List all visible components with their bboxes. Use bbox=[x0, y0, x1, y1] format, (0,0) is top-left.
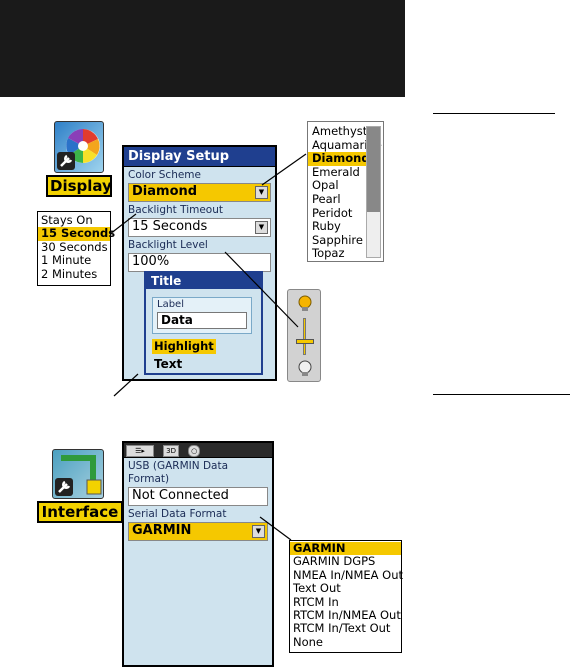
color-scheme-option[interactable]: Opal bbox=[312, 178, 339, 193]
preview-label-value: Data bbox=[157, 312, 247, 329]
color-scheme-option[interactable]: Pearl bbox=[312, 191, 341, 206]
color-scheme-value: Diamond bbox=[132, 184, 198, 199]
timeout-option[interactable]: 30 Seconds bbox=[41, 239, 108, 254]
interface-setup-icon[interactable]: Interface bbox=[37, 449, 123, 525]
color-scheme-option[interactable]: Aquamarine bbox=[312, 137, 382, 152]
color-scheme-dropdown[interactable]: Diamond ▼ bbox=[128, 183, 271, 202]
serial-format-option[interactable]: GARMIN DGPS bbox=[293, 554, 376, 569]
serial-format-option[interactable]: RTCM In bbox=[293, 594, 339, 609]
display-icon-label: Display bbox=[46, 175, 112, 197]
serial-data-format-value: GARMIN bbox=[132, 523, 192, 538]
serial-format-option[interactable]: Text Out bbox=[293, 581, 341, 596]
usb-status-value: Not Connected bbox=[132, 488, 229, 503]
timeout-option[interactable]: Stays On bbox=[41, 213, 93, 227]
backlight-level-slider[interactable] bbox=[287, 289, 321, 382]
bulb-bright-icon bbox=[298, 295, 312, 311]
interface-cable-wrench-icon bbox=[52, 449, 104, 499]
color-scheme-option[interactable]: Peridot bbox=[312, 205, 353, 220]
serial-data-format-dropdown[interactable]: GARMIN ▼ bbox=[128, 522, 268, 541]
preview-title: Title bbox=[146, 273, 261, 289]
backlight-level-label: Backlight Level bbox=[128, 239, 208, 251]
color-scheme-option[interactable]: Ruby bbox=[312, 219, 341, 234]
timeout-callout bbox=[109, 213, 137, 235]
serial-format-option[interactable]: RTCM In/NMEA Out bbox=[293, 608, 401, 623]
serial-format-option[interactable]: None bbox=[293, 634, 324, 649]
timeout-option[interactable]: 2 Minutes bbox=[41, 266, 98, 281]
preview-text: Text bbox=[154, 357, 183, 371]
interface-setup-screen: ☰▸ 3D ○ USB (GARMIN Data Format) Not Con… bbox=[122, 441, 274, 667]
preview-highlight: Highlight bbox=[152, 339, 216, 354]
text-color-callout bbox=[113, 373, 139, 397]
color-wheel-wrench-icon bbox=[54, 121, 104, 173]
scrollbar-thumb[interactable] bbox=[367, 127, 380, 212]
backlight-level-value: 100% bbox=[132, 254, 170, 269]
dropdown-arrow-icon: ▼ bbox=[255, 186, 268, 199]
dropdown-arrow-icon: ▼ bbox=[252, 525, 265, 538]
display-setup-icon[interactable]: Display bbox=[46, 121, 112, 197]
bulb-dim-icon bbox=[298, 360, 312, 376]
serial-format-popup: GARMIN GARMIN DGPS NMEA In/NMEA Out Text… bbox=[289, 540, 404, 653]
backlight-timeout-label: Backlight Timeout bbox=[128, 204, 223, 216]
list-scrollbar[interactable] bbox=[366, 126, 381, 258]
color-scheme-label: Color Scheme bbox=[128, 169, 201, 181]
usb-status-field: Not Connected bbox=[128, 487, 268, 506]
backlight-level-callout bbox=[224, 251, 299, 328]
backlight-timeout-popup: Stays On 15 Seconds 30 Seconds 1 Minute … bbox=[37, 211, 115, 286]
backlight-icon: ○ bbox=[188, 445, 201, 457]
display-setup-screen: Display Setup Color Scheme Diamond ▼ Bac… bbox=[122, 145, 277, 381]
usb-label: USB (GARMIN Data Format) bbox=[128, 460, 229, 485]
timeout-option-selected[interactable]: 15 Seconds bbox=[38, 226, 115, 241]
backlight-timeout-dropdown[interactable]: 15 Seconds ▼ bbox=[128, 218, 271, 237]
satellite-signal-icon: ☰▸ bbox=[126, 445, 154, 457]
color-scheme-option[interactable]: Topaz bbox=[312, 246, 345, 261]
3d-fix-icon: 3D bbox=[163, 445, 180, 457]
color-scheme-option[interactable]: Emerald bbox=[312, 164, 360, 179]
color-scheme-list: Amethyst Aquamarine Diamond Emerald Opal… bbox=[307, 121, 384, 262]
dropdown-arrow-icon: ▼ bbox=[255, 221, 268, 234]
serial-format-option[interactable]: RTCM In/Text Out bbox=[293, 621, 391, 636]
interface-icon-label: Interface bbox=[37, 501, 123, 523]
color-scheme-option[interactable]: Sapphire bbox=[312, 232, 363, 247]
serial-format-callout bbox=[259, 516, 292, 541]
backlight-timeout-value: 15 Seconds bbox=[132, 219, 208, 234]
header-bar bbox=[0, 0, 405, 97]
status-bar: ☰▸ 3D ○ bbox=[124, 443, 272, 458]
color-scheme-option-selected[interactable]: Diamond bbox=[308, 152, 374, 166]
timeout-option[interactable]: 1 Minute bbox=[41, 253, 92, 268]
preview-label-box: Label Data bbox=[152, 297, 252, 334]
backlight-level-field[interactable]: 100% bbox=[128, 253, 271, 272]
preview-label-caption: Label bbox=[157, 299, 184, 310]
slider-handle[interactable] bbox=[296, 339, 314, 344]
margin-rule-top bbox=[433, 113, 555, 114]
serial-data-format-label: Serial Data Format bbox=[128, 508, 227, 520]
serial-format-option[interactable]: NMEA In/NMEA Out bbox=[293, 567, 404, 582]
color-scheme-callout bbox=[261, 153, 307, 186]
serial-format-option-selected[interactable]: GARMIN bbox=[290, 541, 401, 556]
screen-title: Display Setup bbox=[124, 147, 275, 167]
color-scheme-option[interactable]: Amethyst bbox=[312, 124, 368, 138]
color-preview-panel: Title Label Data Highlight Text bbox=[144, 271, 263, 375]
margin-rule-bottom bbox=[433, 394, 570, 395]
slider-track[interactable] bbox=[303, 318, 306, 355]
